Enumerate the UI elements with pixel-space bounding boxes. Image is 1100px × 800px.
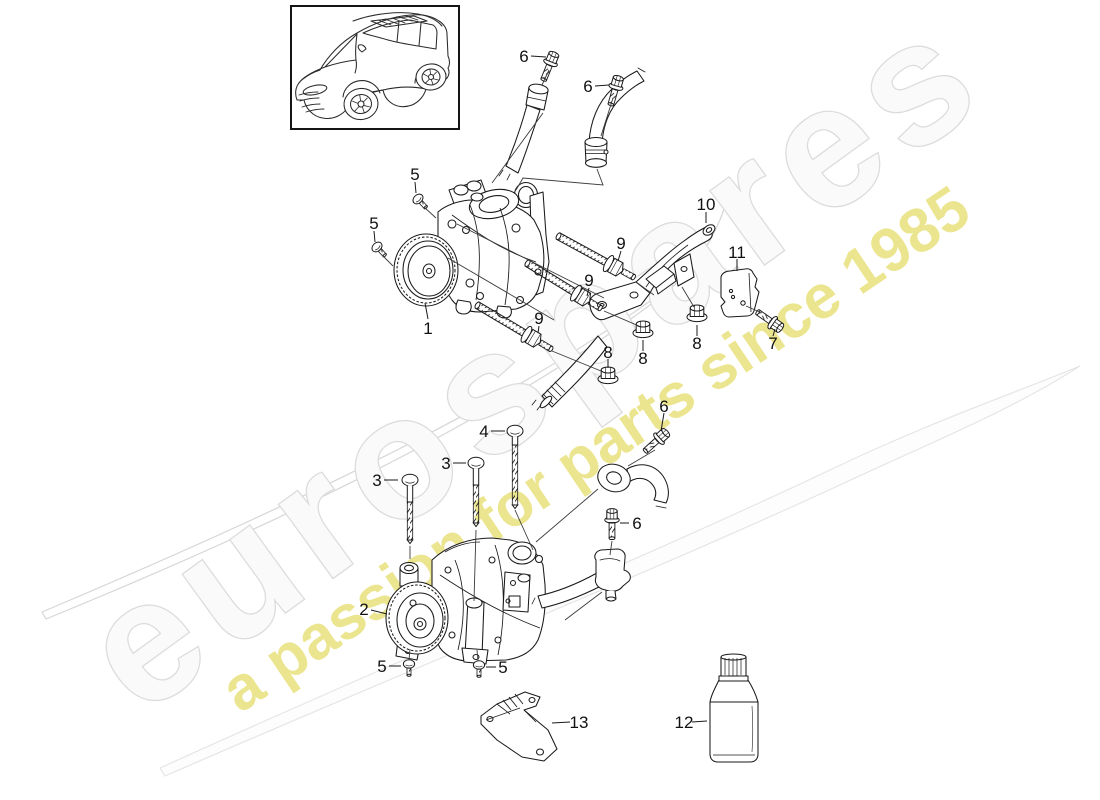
callout-6-c: 6 <box>659 397 668 416</box>
hose-fitting-a <box>498 83 549 181</box>
callout-8-b: 8 <box>638 349 647 368</box>
compressor1-ear-a <box>455 299 472 315</box>
bolt-5b <box>369 239 390 261</box>
callout-9-c: 9 <box>534 309 543 328</box>
hose-a-tube <box>505 104 541 174</box>
bolt-6a <box>536 48 562 84</box>
callout-10: 10 <box>697 195 716 214</box>
callout-5-b: 5 <box>369 214 378 233</box>
mounting-bracket-10 <box>589 224 716 321</box>
nut-8a <box>686 304 708 323</box>
callout-3-b: 3 <box>372 471 381 490</box>
car-hood-lines <box>298 59 357 84</box>
compressor2-suction-port <box>507 541 537 565</box>
callout-8-c: 8 <box>603 343 612 362</box>
vehicle-thumbnail <box>290 5 460 130</box>
car-sunroof <box>370 15 428 28</box>
callouts: 5 5 1 6 6 9 9 9 10 11 8 8 8 7 6 6 4 3 3 … <box>359 47 777 732</box>
compressor1-coil-a <box>453 184 469 196</box>
compressor-2 <box>385 537 546 665</box>
bolt-5d <box>472 660 486 678</box>
callout-5-c: 5 <box>377 657 386 676</box>
callout-6-a: 6 <box>519 47 528 66</box>
callout-2: 2 <box>359 600 368 619</box>
callout-9-b: 9 <box>584 271 593 290</box>
swoosh-upper <box>41 191 730 620</box>
callout-leader-lines <box>370 55 776 724</box>
hoses <box>498 67 669 609</box>
hose-fitting-b <box>584 67 646 168</box>
hose-c-corrugated <box>531 335 608 411</box>
car-mirror <box>357 44 367 53</box>
car-roof-line <box>352 12 443 27</box>
hose-d-eyelet <box>597 463 669 509</box>
hose-e-fitting <box>531 548 631 609</box>
compressor1-coil-b <box>466 180 482 192</box>
hose-e-tube <box>537 572 602 609</box>
bolt-6d <box>604 508 620 540</box>
car-pillars <box>396 20 422 47</box>
car-sunroof-hatch <box>377 15 419 26</box>
compressor2-front-foot <box>461 647 489 665</box>
bracket-plate-11 <box>720 268 760 318</box>
callout-6-d: 6 <box>632 514 641 533</box>
callout-3-a: 3 <box>441 454 450 473</box>
alignment-lines <box>381 69 763 662</box>
callout-13: 13 <box>570 713 589 732</box>
callout-9-a: 9 <box>616 234 625 253</box>
callout-6-b: 6 <box>583 77 592 96</box>
hose-d-tube <box>626 464 669 504</box>
hose-b-tube <box>588 70 645 145</box>
compressor1-head-cap <box>470 192 484 202</box>
callout-11: 11 <box>728 243 746 262</box>
callout-4: 4 <box>479 422 488 441</box>
compressor-1 <box>393 179 550 319</box>
callout-7: 7 <box>768 334 777 353</box>
car-front-wheel <box>343 87 379 121</box>
nut-8b <box>632 320 654 339</box>
compressor1-pulley <box>393 233 459 307</box>
callout-1: 1 <box>423 319 432 338</box>
compressor2-port-ear <box>534 554 544 564</box>
callout-5-d: 5 <box>498 658 507 677</box>
car-grille <box>298 91 325 113</box>
bottle-12 <box>709 653 759 763</box>
brackets <box>480 224 760 763</box>
bolt-5a <box>410 191 431 213</box>
bracket-13 <box>480 691 558 762</box>
nut-8c <box>597 366 619 385</box>
callout-5-a: 5 <box>410 165 419 184</box>
callout-12: 12 <box>675 713 694 732</box>
compressor2-pulley <box>385 581 449 655</box>
compressor2-body <box>431 537 546 662</box>
car-rear-wheel <box>415 63 447 91</box>
compressor2-left-boss <box>399 561 419 587</box>
callout-8-a: 8 <box>692 334 701 353</box>
car-headlight <box>302 84 328 96</box>
